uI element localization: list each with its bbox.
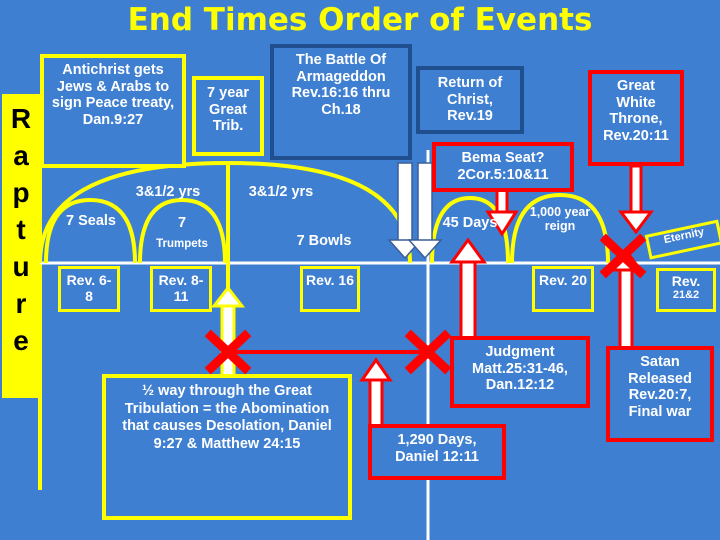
trumpets-number-label: 7 <box>177 215 187 231</box>
ref-eternity-line2: 21&2 <box>672 289 700 302</box>
white-throne-box: Great White Throne, Rev.20:11 <box>588 70 684 166</box>
x-mark-return <box>404 329 452 375</box>
days1290-box: 1,290 Days, Daniel 12:11 <box>368 424 506 480</box>
bema-seat-box: Bema Seat? 2Cor.5:10&11 <box>432 142 574 192</box>
seals-arc <box>44 197 137 264</box>
half-years-label-1: 3&1/2 yrs <box>135 184 201 200</box>
trumpets-arc <box>138 197 227 264</box>
judgment-box: Judgment Matt.25:31-46, Dan.12:12 <box>450 336 590 408</box>
bowls-label: 7 Bowls <box>296 233 352 249</box>
great-trib-box: 7 year Great Trib. <box>192 76 264 156</box>
ref-eternity-line1: Rev. <box>671 273 701 289</box>
satan-released-box: Satan Released Rev.20:7, Final war <box>606 346 714 442</box>
x-mark-eternity <box>599 233 647 279</box>
trumpets-label: Trumpets <box>156 238 208 250</box>
half-years-label-2: 3&1/2 yrs <box>248 184 314 200</box>
days1290-arrow <box>359 357 393 428</box>
ref-box-reign: Rev. 20 <box>532 266 594 312</box>
abomination-box: ½ way through the Great Tribulation = th… <box>102 374 352 520</box>
rapture-bar: R a p t u r e <box>2 94 40 398</box>
armageddon-arrows <box>387 162 443 260</box>
ref-box-seals: Rev. 6-8 <box>58 266 120 312</box>
antichrist-box: Antichrist gets Jews & Arabs to sign Pea… <box>40 54 186 168</box>
judgment-arrow <box>449 237 487 340</box>
bema-arrow <box>485 186 519 237</box>
ref-box-trumpets: Rev. 8-11 <box>150 266 212 312</box>
armageddon-box: The Battle Of Armageddon Rev.16:16 thru … <box>270 44 412 160</box>
ref-box-bowls: Rev. 16 <box>300 266 360 312</box>
reign-arc <box>510 192 610 264</box>
seals-label: 7 Seals <box>66 213 116 229</box>
return-of-christ-box: Return of Christ, Rev.19 <box>416 66 524 134</box>
white-throne-arrow <box>618 164 654 235</box>
reign-label: 1,000 year reign <box>529 205 591 233</box>
page-title: End Times Order of Events <box>127 2 593 38</box>
days45-label: 45 Days <box>442 215 498 231</box>
eternity-bar <box>644 219 720 260</box>
ref-box-eternity: Rev. 21&2 <box>656 268 716 312</box>
x-mark-mid <box>204 329 252 375</box>
